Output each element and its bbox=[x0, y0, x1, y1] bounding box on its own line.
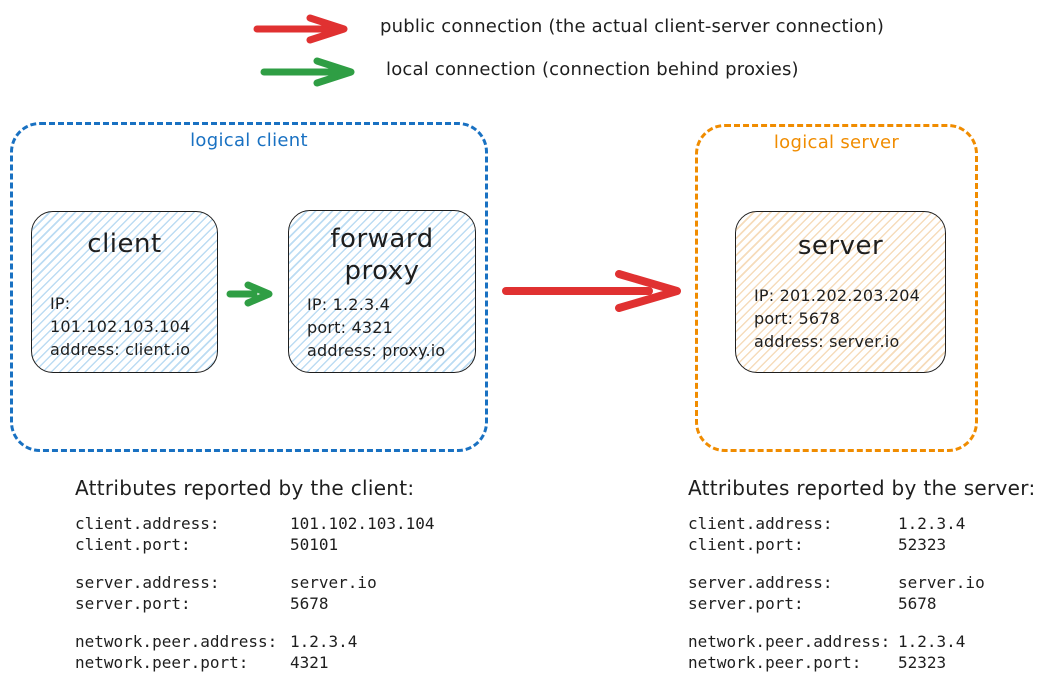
attribute-value: 1.2.3.4 bbox=[898, 514, 966, 533]
forward-proxy-node: forward proxy IP: 1.2.3.4 port: 4321 add… bbox=[288, 210, 476, 373]
attribute-value: 4321 bbox=[290, 653, 329, 672]
attribute-row: client.address: 101.102.103.104 bbox=[75, 513, 495, 534]
proxy-port-line: port: 4321 bbox=[307, 318, 393, 337]
attribute-group: network.peer.address: 1.2.3.4 network.pe… bbox=[688, 631, 1028, 673]
logical-server-group: logical server server IP: 201.202.203.20… bbox=[695, 124, 978, 452]
client-attributes-panel: Attributes reported by the client: clien… bbox=[75, 476, 495, 686]
attribute-key: network.peer.address: bbox=[75, 632, 278, 651]
attribute-key: server.address: bbox=[688, 573, 833, 592]
attribute-key: network.peer.port: bbox=[75, 653, 249, 672]
attribute-row: network.peer.port: 52323 bbox=[688, 652, 1028, 673]
attribute-key: client.address: bbox=[688, 514, 833, 533]
attribute-key: client.port: bbox=[688, 535, 804, 554]
local-connection-label: local connection (connection behind prox… bbox=[386, 59, 799, 80]
server-node-details: IP: 201.202.203.204 port: 5678 address: … bbox=[754, 284, 927, 353]
client-attributes-list: client.address: 101.102.103.104 client.p… bbox=[75, 513, 495, 673]
attribute-row: network.peer.address: 1.2.3.4 bbox=[688, 631, 1028, 652]
attribute-value: 52323 bbox=[898, 535, 947, 554]
server-node: server IP: 201.202.203.204 port: 5678 ad… bbox=[735, 211, 946, 373]
proxy-ip-line: IP: 1.2.3.4 bbox=[307, 295, 391, 314]
logical-client-label: logical client bbox=[190, 130, 308, 151]
attribute-row: network.peer.address: 1.2.3.4 bbox=[75, 631, 495, 652]
public-connection-arrow-icon bbox=[253, 14, 348, 44]
logical-client-group: logical client client IP: 101.102.103.10… bbox=[10, 122, 488, 452]
client-to-server-arrow-icon bbox=[502, 270, 681, 312]
server-port-line: port: 5678 bbox=[754, 309, 840, 328]
server-node-title: server bbox=[797, 231, 884, 261]
proxy-address-line: address: proxy.io bbox=[307, 341, 446, 360]
attribute-row: client.port: 50101 bbox=[75, 534, 495, 555]
attribute-value: 5678 bbox=[898, 594, 937, 613]
client-node-details: IP: 101.102.103.104 address: client.io bbox=[50, 292, 199, 361]
attribute-value: 5678 bbox=[290, 594, 329, 613]
forward-proxy-node-details: IP: 1.2.3.4 port: 4321 address: proxy.io bbox=[307, 293, 457, 362]
client-address-line: address: client.io bbox=[50, 340, 191, 359]
attribute-row: server.port: 5678 bbox=[75, 593, 495, 614]
server-address-line: address: server.io bbox=[754, 332, 900, 351]
attribute-value: 52323 bbox=[898, 653, 947, 672]
client-node: client IP: 101.102.103.104 address: clie… bbox=[31, 211, 218, 373]
attribute-row: client.address: 1.2.3.4 bbox=[688, 513, 1028, 534]
attribute-row: server.address: server.io bbox=[688, 572, 1028, 593]
attribute-value: 1.2.3.4 bbox=[898, 632, 966, 651]
attribute-group: client.address: 101.102.103.104 client.p… bbox=[75, 513, 495, 555]
client-node-title: client bbox=[87, 229, 162, 259]
attribute-row: server.port: 5678 bbox=[688, 593, 1028, 614]
public-connection-label: public connection (the actual client-ser… bbox=[380, 16, 885, 37]
server-attributes-heading: Attributes reported by the server: bbox=[688, 476, 1036, 500]
client-to-proxy-arrow-icon bbox=[226, 281, 273, 307]
attribute-group: client.address: 1.2.3.4 client.port: 523… bbox=[688, 513, 1028, 555]
attribute-value: 50101 bbox=[290, 535, 339, 554]
server-ip-line: IP: 201.202.203.204 bbox=[754, 286, 921, 305]
attribute-key: server.port: bbox=[75, 594, 191, 613]
attribute-key: server.address: bbox=[75, 573, 220, 592]
attribute-group: server.address: server.io server.port: 5… bbox=[75, 572, 495, 614]
server-attributes-list: client.address: 1.2.3.4 client.port: 523… bbox=[688, 513, 1028, 673]
local-connection-arrow-icon bbox=[260, 57, 355, 87]
attribute-group: server.address: server.io server.port: 5… bbox=[688, 572, 1028, 614]
attribute-key: client.address: bbox=[75, 514, 220, 533]
logical-server-label: logical server bbox=[773, 132, 900, 153]
attribute-row: server.address: server.io bbox=[75, 572, 495, 593]
attribute-row: client.port: 52323 bbox=[688, 534, 1028, 555]
attribute-key: network.peer.address: bbox=[688, 632, 891, 651]
client-attributes-heading: Attributes reported by the client: bbox=[75, 476, 415, 500]
attribute-key: client.port: bbox=[75, 535, 191, 554]
attribute-key: network.peer.port: bbox=[688, 653, 862, 672]
attribute-key: server.port: bbox=[688, 594, 804, 613]
attribute-value: 101.102.103.104 bbox=[290, 514, 435, 533]
server-attributes-panel: Attributes reported by the server: clien… bbox=[688, 476, 1036, 686]
attribute-value: server.io bbox=[898, 573, 985, 592]
attribute-value: 1.2.3.4 bbox=[290, 632, 358, 651]
attribute-value: server.io bbox=[290, 573, 377, 592]
attribute-row: network.peer.port: 4321 bbox=[75, 652, 495, 673]
client-ip-line: IP: 101.102.103.104 bbox=[50, 294, 191, 336]
forward-proxy-node-title: forward proxy bbox=[330, 224, 434, 286]
attribute-group: network.peer.address: 1.2.3.4 network.pe… bbox=[75, 631, 495, 673]
